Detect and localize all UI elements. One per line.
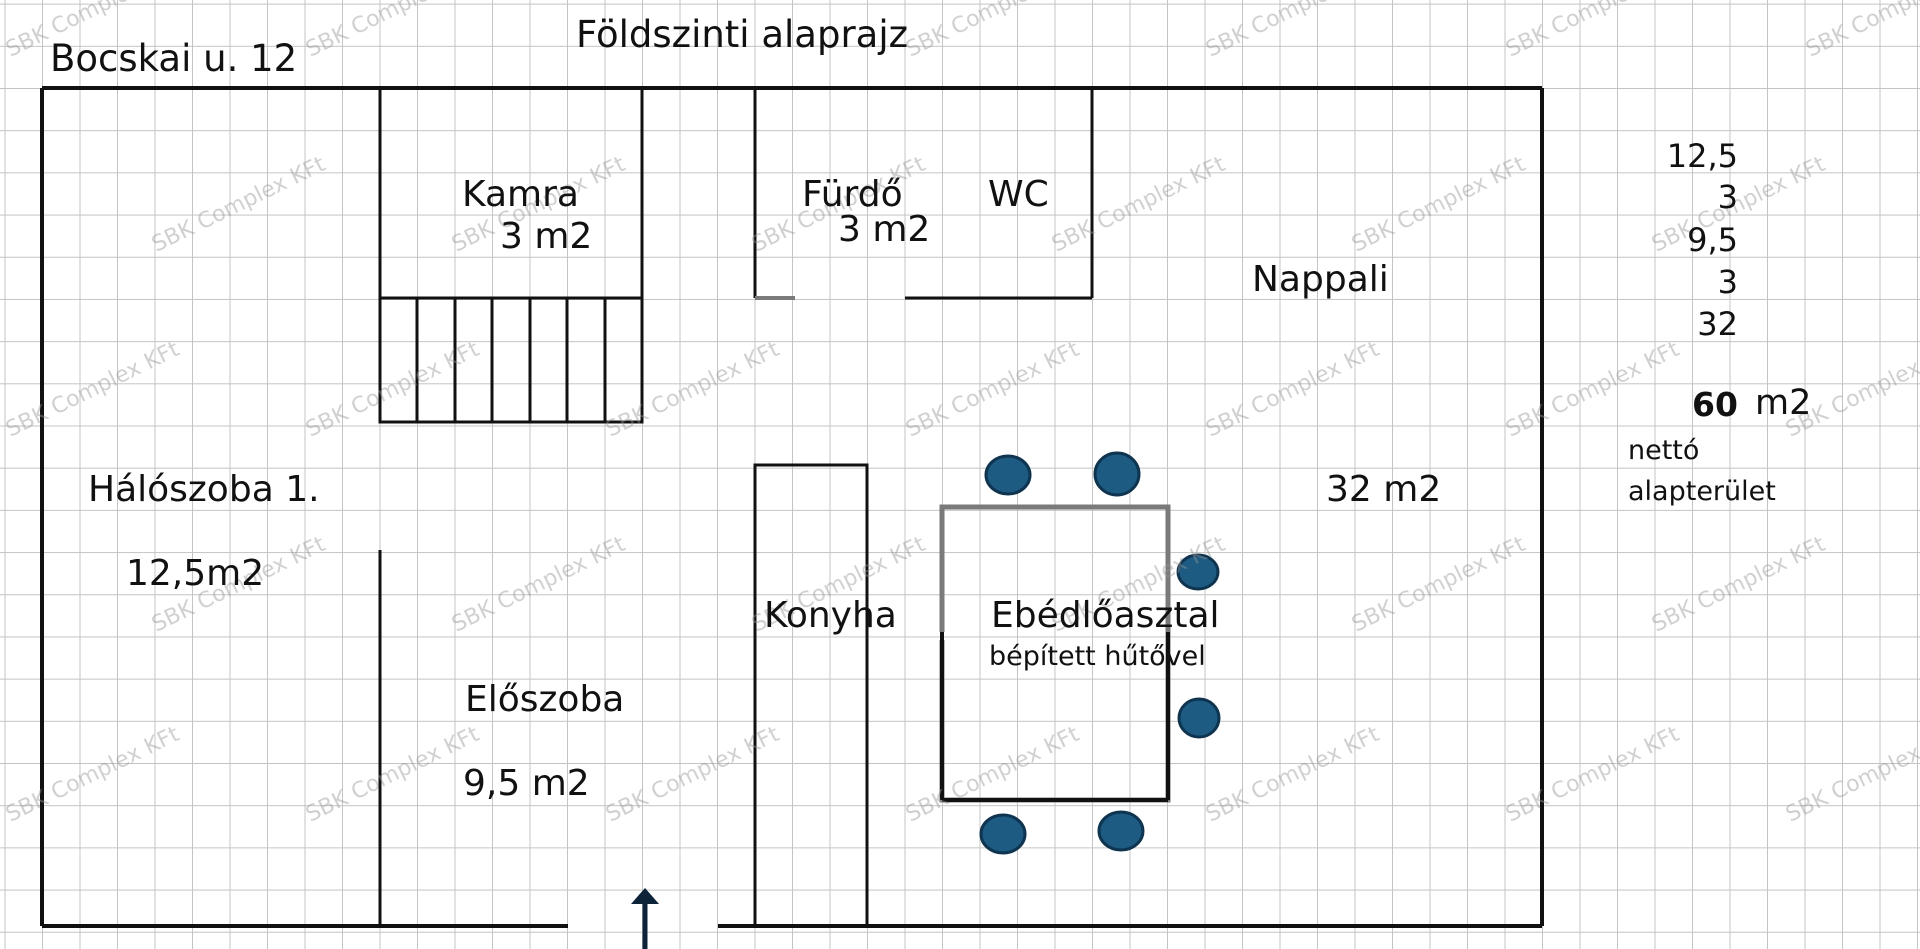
kitchen-counter	[753, 463, 869, 928]
summary-value-haloszoba: 12,5	[1666, 137, 1738, 175]
address-label: Bocskai u. 12	[50, 37, 298, 80]
summary-caption-line1: nettó	[1628, 435, 1700, 466]
chair	[1093, 451, 1141, 497]
interior-walls	[378, 88, 1094, 928]
chair	[979, 813, 1027, 855]
chair	[1097, 810, 1145, 852]
room-area-kamra: 3 m2	[500, 216, 593, 257]
chair	[984, 454, 1032, 496]
chair	[1176, 553, 1220, 591]
room-name-nappali: Nappali	[1252, 259, 1389, 300]
room-name-kamra: Kamra	[462, 174, 579, 215]
room-area-nappali: 32 m2	[1326, 469, 1442, 510]
entrance-arrow-icon	[631, 888, 659, 949]
room-name-haloszoba: Hálószoba 1.	[88, 469, 320, 510]
summary-value-furdo: 3	[1717, 263, 1738, 301]
room-name-wc: WC	[988, 174, 1049, 215]
room-area-eloszoba: 9,5 m2	[463, 763, 590, 804]
room-area-haloszoba: 12,5m2	[126, 553, 265, 594]
plan-title: Földszinti alaprajz	[576, 13, 909, 56]
room-name-konyha: Konyha	[764, 595, 897, 636]
chairs	[979, 451, 1221, 855]
room-area-furdo: 3 m2	[838, 209, 931, 250]
dining-table-note: bépített hűtővel	[989, 641, 1206, 672]
chair	[1177, 697, 1221, 739]
room-name-eloszoba: Előszoba	[465, 679, 625, 720]
stairs-outline	[378, 296, 644, 424]
summary-caption-line2: alapterület	[1628, 476, 1776, 507]
summary-total-unit: m2	[1755, 383, 1812, 423]
summary-value-kamra: 3	[1717, 178, 1738, 216]
summary-value-nappali: 32	[1697, 305, 1738, 343]
room-name-furdo: Fürdő	[802, 174, 903, 215]
staircase	[378, 296, 644, 424]
summary-total: 60	[1692, 385, 1738, 424]
summary-value-eloszoba: 9,5	[1687, 221, 1738, 259]
dining-table-group	[939, 504, 1171, 803]
dining-table-label: Ebédlőasztal	[991, 595, 1220, 636]
